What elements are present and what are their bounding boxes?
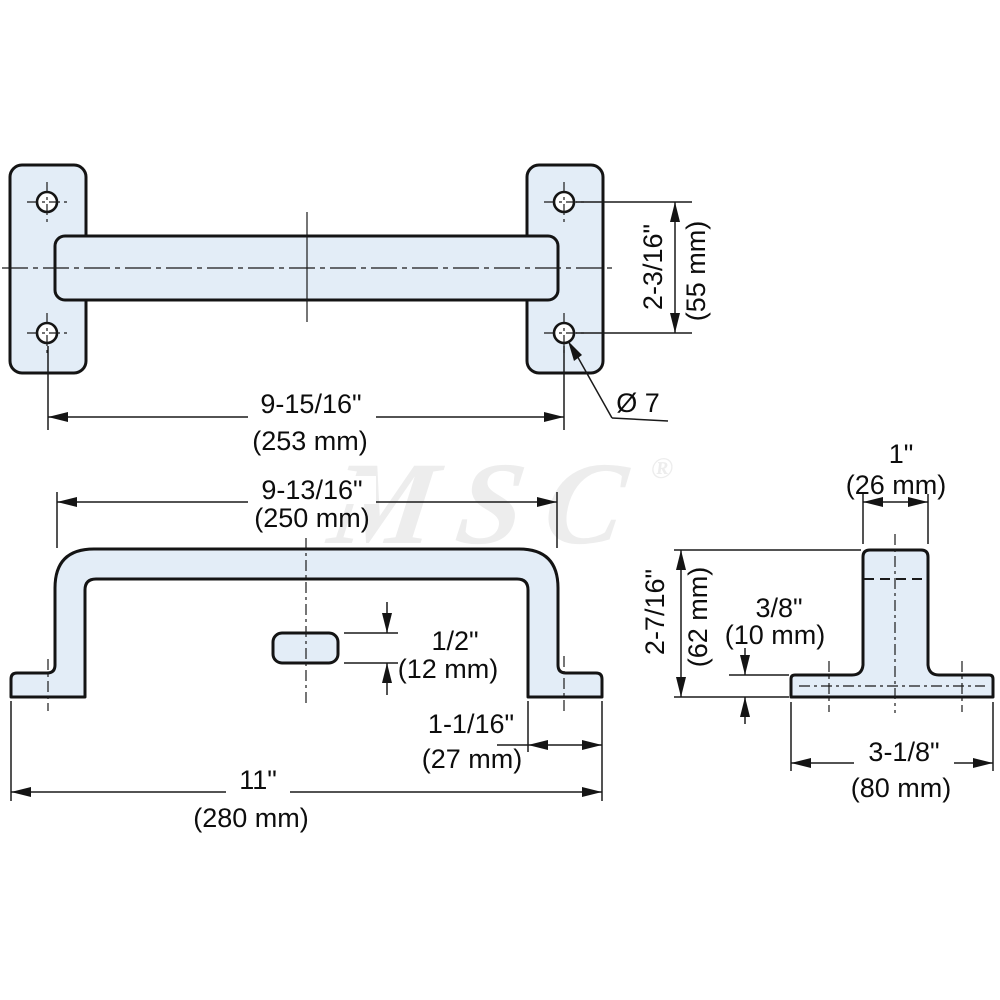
mount-hole-bottom-right (544, 313, 584, 353)
dim-base-mm: (80 mm) (851, 773, 952, 803)
side-view: 1" (26 mm) 2-7/16" (62 mm) 3/8" (10 mm) (640, 439, 995, 803)
dim-boss-inch: 1/2" (431, 626, 478, 656)
side-silhouette (789, 548, 995, 699)
dim-post-mm: (26 mm) (846, 470, 947, 500)
dim-post-inch: 1" (889, 439, 914, 469)
dim-foot-mm: (27 mm) (422, 744, 523, 774)
dimension-foot: 1-1/16" (27 mm) (422, 701, 602, 774)
hole-diameter-text: Ø 7 (616, 388, 660, 418)
mount-hole-top-right (544, 182, 584, 222)
dim-hole-spacing-inch: 9-15/16" (260, 389, 361, 419)
dimension-post-width: 1" (26 mm) (846, 439, 947, 544)
dim-side-height-mm: (62 mm) (683, 567, 713, 668)
dimension-hole-spacing: 9-15/16" (253 mm) (47, 346, 565, 456)
mount-hole-bottom-left (27, 313, 67, 353)
dim-hole-spacing-mm: (253 mm) (252, 426, 368, 456)
dim-plate-inch: 3/8" (755, 593, 802, 623)
mount-hole-top-left (27, 182, 67, 222)
dimension-boss: 1/2" (12 mm) (344, 602, 498, 695)
dim-overall-inch: 11" (239, 765, 277, 795)
dim-foot-inch: 1-1/16" (428, 709, 514, 739)
watermark-text: MSC (320, 438, 656, 569)
dim-base-inch: 3-1/8" (868, 737, 939, 767)
dimension-base-width: 3-1/8" (80 mm) (790, 702, 994, 803)
watermark-registered-icon: ® (649, 451, 676, 485)
dim-grip-mm: (250 mm) (254, 503, 370, 533)
dimension-side-height: 2-7/16" (62 mm) (640, 549, 861, 698)
front-view: 9-13/16" (250 mm) 1/2" (12 mm) 1-1/16" (… (9, 475, 604, 833)
watermark: MSC ® (320, 438, 676, 569)
top-view: 9-15/16" (253 mm) 2-3/16" (55 mm) Ø 7 (2, 163, 711, 456)
dim-side-height-inch: 2-7/16" (640, 569, 670, 655)
dim-boss-mm: (12 mm) (398, 654, 499, 684)
dimension-grip-width: 9-13/16" (250 mm) (56, 475, 558, 548)
dim-hole-vertical-mm: (55 mm) (681, 221, 711, 322)
dim-hole-vertical-inch: 2-3/16" (638, 224, 668, 310)
dimension-overall: 11" (280 mm) (10, 701, 603, 833)
hole-diameter-callout: Ø 7 (568, 341, 669, 422)
dim-overall-mm: (280 mm) (193, 803, 309, 833)
dim-plate-mm: (10 mm) (725, 620, 826, 650)
dimension-hole-vertical: 2-3/16" (55 mm) (576, 201, 711, 334)
handle-front-silhouette (9, 547, 604, 699)
dim-grip-inch: 9-13/16" (261, 475, 362, 505)
dimension-plate-thickness: 3/8" (10 mm) (725, 593, 826, 724)
